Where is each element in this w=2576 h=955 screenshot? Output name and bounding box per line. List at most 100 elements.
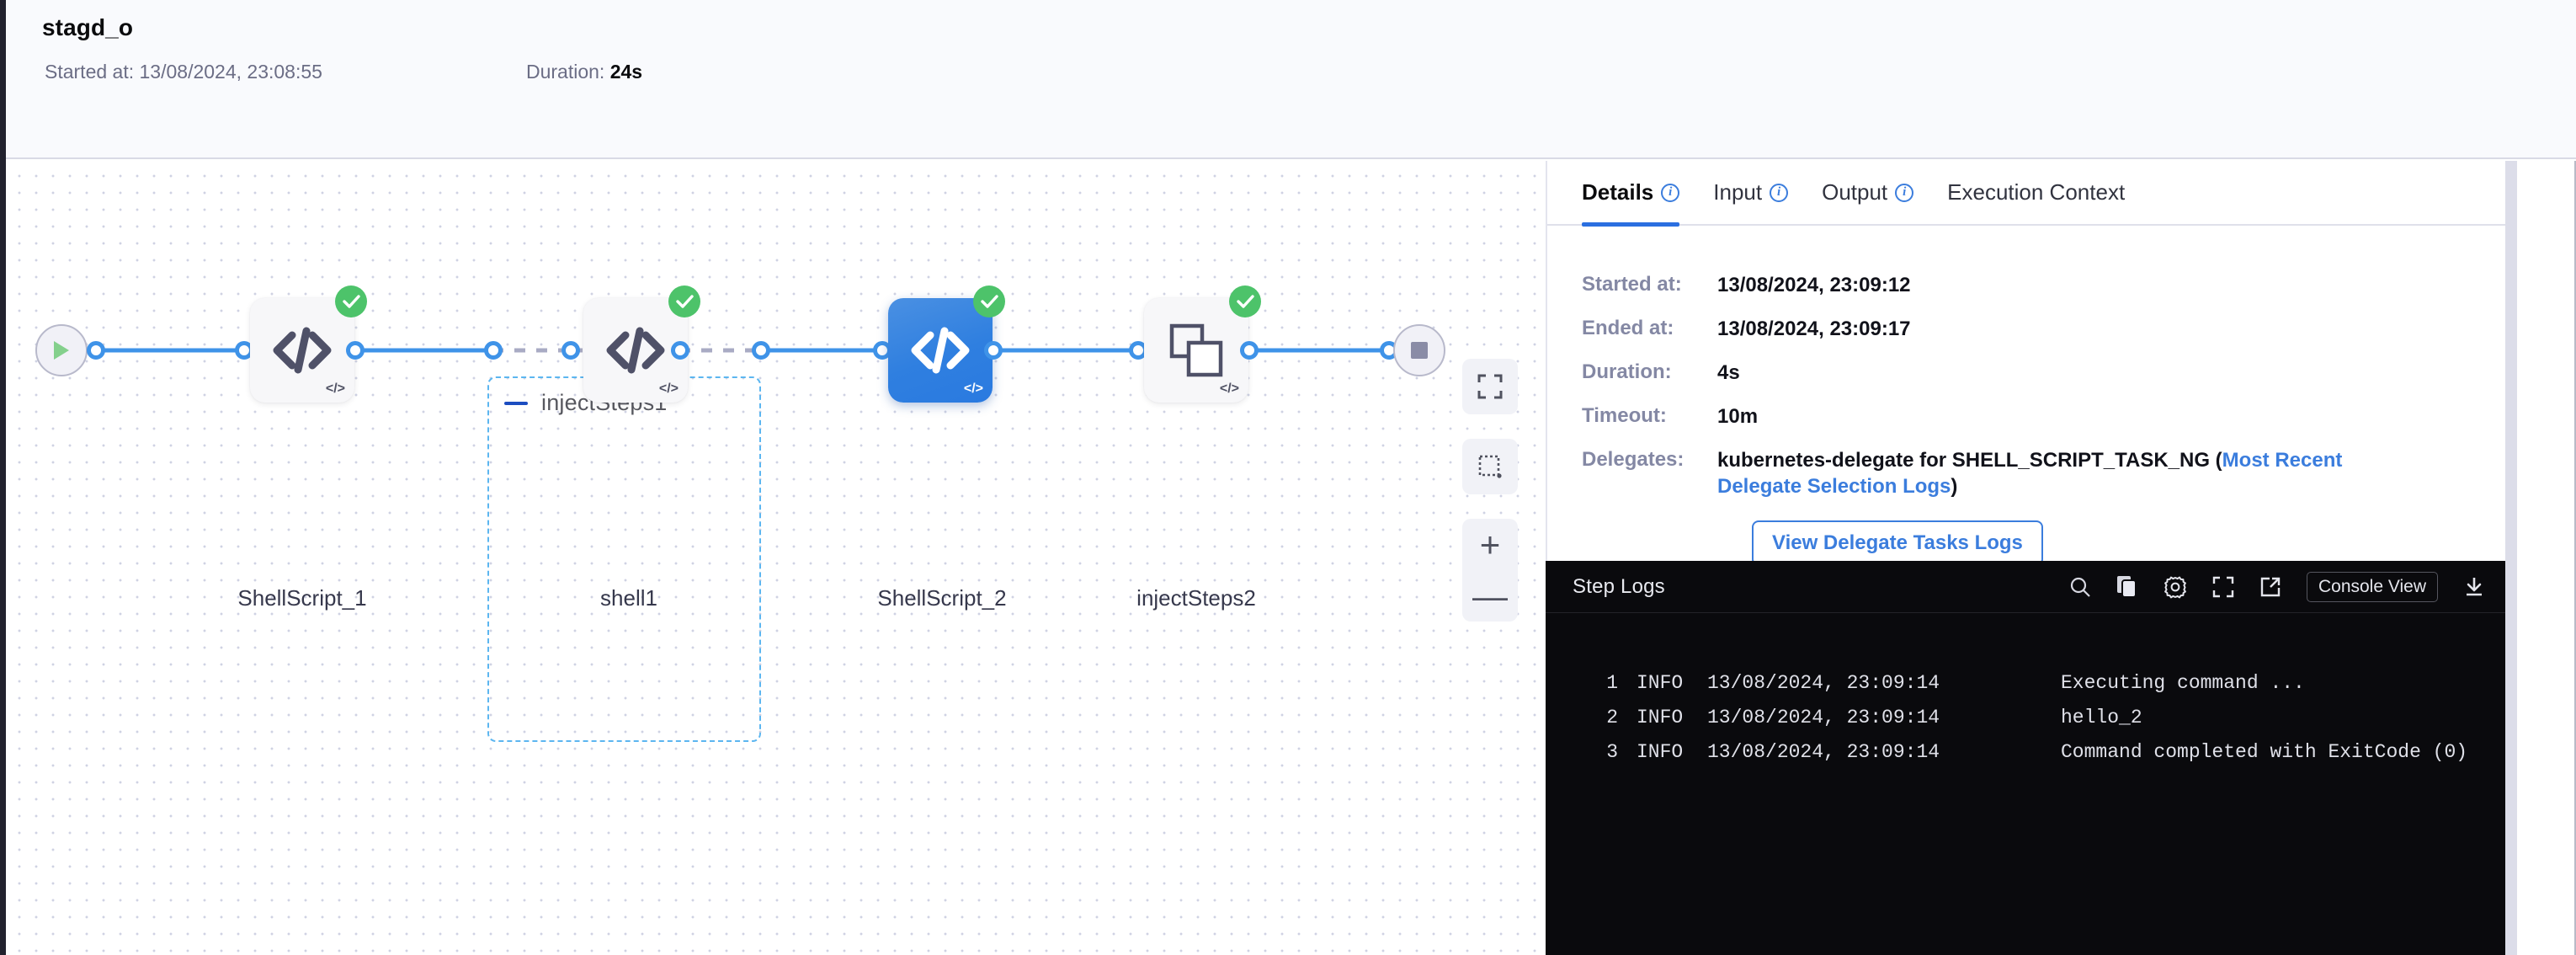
- fullscreen-icon[interactable]: [2212, 576, 2234, 598]
- right-edge-area: [2517, 161, 2576, 955]
- log-line: 3 INFO 13/08/2024, 23:09:14 Command comp…: [1546, 734, 2505, 769]
- node-label-shellscript-2: ShellScript_2: [877, 585, 1007, 611]
- node-label-shell1: shell1: [600, 585, 657, 611]
- log-line-level: INFO: [1637, 706, 1684, 728]
- step-logs-title: Step Logs: [1573, 574, 1665, 598]
- log-line: 1 INFO 13/08/2024, 23:09:14 Executing co…: [1546, 665, 2505, 700]
- download-icon[interactable]: [2463, 576, 2485, 598]
- detail-label-started-at: Started at:: [1582, 273, 1682, 296]
- check-icon: [675, 295, 694, 308]
- tab-input-label: Input: [1713, 179, 1763, 205]
- delegates-text: kubernetes-delegate for SHELL_SCRIPT_TAS…: [1717, 449, 2222, 472]
- node-type-icon: </>: [658, 381, 679, 396]
- detail-label-ended-at: Ended at:: [1582, 317, 1674, 339]
- search-icon[interactable]: [2069, 576, 2091, 598]
- detail-row-timeout: Timeout: 10m: [1547, 404, 2505, 430]
- node-port-in-2[interactable]: [562, 341, 580, 360]
- node-port-out-2[interactable]: [671, 341, 689, 360]
- node-port-out-4[interactable]: [1240, 341, 1259, 360]
- header-started-at: Started at: 13/08/2024, 23:08:55: [45, 61, 322, 83]
- tab-output[interactable]: Output i: [1822, 160, 1914, 225]
- code-brackets-icon: [606, 327, 665, 374]
- zoom-out-button[interactable]: —: [1472, 575, 1508, 616]
- status-badge-success: [973, 285, 1005, 317]
- node-type-icon: </>: [963, 381, 983, 396]
- detail-value-delegates: kubernetes-delegate for SHELL_SCRIPT_TAS…: [1717, 448, 2357, 499]
- tab-output-label: Output: [1822, 179, 1888, 205]
- panel-divider: [2505, 161, 2517, 955]
- page-title: stagd_o: [42, 14, 134, 40]
- detail-row-ended-at: Ended at: 13/08/2024, 23:09:17: [1547, 317, 2505, 343]
- copy-icon[interactable]: [2116, 575, 2138, 599]
- node-injectsteps2[interactable]: </>: [1144, 285, 1261, 403]
- status-badge-success: [668, 285, 700, 317]
- detail-value-timeout: 10m: [1717, 405, 1759, 428]
- info-icon[interactable]: i: [1895, 183, 1914, 202]
- log-line-message: Executing command ...: [2061, 671, 2305, 694]
- detail-label-duration: Duration:: [1582, 360, 1672, 383]
- fit-to-screen-button[interactable]: [1462, 359, 1518, 414]
- play-icon: [54, 341, 69, 360]
- zoom-controls: + —: [1462, 519, 1518, 622]
- log-line-message: Command completed with ExitCode (0): [2061, 740, 2468, 763]
- node-port-out-1[interactable]: [346, 341, 365, 360]
- start-node-port[interactable]: [87, 341, 105, 360]
- stop-square-icon: [1411, 342, 1428, 359]
- tab-details[interactable]: Details i: [1582, 160, 1680, 227]
- tab-execution-context[interactable]: Execution Context: [1947, 160, 2125, 225]
- header-started-value: 13/08/2024, 23:08:55: [139, 61, 322, 83]
- minus-icon[interactable]: [504, 401, 528, 405]
- node-shellscript-2[interactable]: </>: [888, 285, 1005, 403]
- gear-icon[interactable]: [2164, 575, 2187, 599]
- dotted-square-icon: [1478, 455, 1502, 478]
- left-nav-sliver: [0, 0, 6, 955]
- delegate-selection-logs-link[interactable]: Most Recent Delegate Selection Logs: [1717, 449, 2343, 498]
- end-node[interactable]: [1393, 324, 1445, 376]
- check-icon: [342, 295, 360, 308]
- header-started-label: Started at:: [45, 61, 135, 83]
- detail-row-started-at: Started at: 13/08/2024, 23:09:12: [1547, 273, 2505, 299]
- delegates-suffix: ): [1951, 474, 1958, 498]
- check-icon: [980, 295, 998, 308]
- console-view-button[interactable]: Console View: [2306, 572, 2438, 602]
- detail-value-started-at: 13/08/2024, 23:09:12: [1717, 274, 1911, 296]
- log-line-timestamp: 13/08/2024, 23:09:14: [1707, 706, 1940, 728]
- info-icon[interactable]: i: [1661, 183, 1680, 202]
- tab-details-label: Details: [1582, 179, 1654, 205]
- check-icon: [1236, 295, 1254, 308]
- start-node[interactable]: [35, 324, 88, 376]
- detail-value-ended-at: 13/08/2024, 23:09:17: [1717, 317, 1911, 340]
- header-duration-label: Duration:: [526, 61, 605, 83]
- code-brackets-icon: [273, 327, 332, 374]
- step-logs-header: Step Logs Console View: [1546, 561, 2505, 613]
- log-line-level: INFO: [1637, 740, 1684, 763]
- pipeline-canvas[interactable]: injectSteps1 </> ShellScript_1: [6, 161, 1544, 955]
- group-port-out[interactable]: [752, 341, 770, 360]
- node-type-icon: </>: [1219, 381, 1239, 396]
- log-line-number: 3: [1606, 740, 1618, 763]
- detail-label-timeout: Timeout:: [1582, 404, 1667, 427]
- node-shell1[interactable]: </>: [583, 285, 700, 403]
- zoom-in-button[interactable]: +: [1479, 524, 1501, 564]
- selection-box-button[interactable]: [1462, 439, 1518, 494]
- tab-input[interactable]: Input i: [1713, 160, 1789, 225]
- log-line-level: INFO: [1637, 671, 1684, 694]
- node-shellscript-1[interactable]: </>: [250, 285, 367, 403]
- code-brackets-icon: [911, 327, 970, 374]
- expand-corners-icon: [1477, 374, 1503, 399]
- stacked-squares-icon: [1169, 323, 1223, 377]
- info-icon[interactable]: i: [1770, 183, 1789, 202]
- step-logs-body[interactable]: 1 INFO 13/08/2024, 23:09:14 Executing co…: [1546, 613, 2505, 955]
- external-link-icon[interactable]: [2259, 576, 2281, 598]
- node-port-out-3[interactable]: [984, 341, 1003, 360]
- group-port-in[interactable]: [484, 341, 503, 360]
- detail-tabs: Details i Input i Output i Execution Con…: [1547, 160, 2505, 227]
- log-line-number: 2: [1606, 706, 1618, 728]
- header-duration-value: 24s: [609, 61, 643, 83]
- detail-row-duration: Duration: 4s: [1547, 360, 2505, 387]
- view-delegate-tasks-logs-button[interactable]: View Delegate Tasks Logs: [1752, 520, 2043, 566]
- log-line-message: hello_2: [2061, 706, 2142, 728]
- step-group-injectsteps1[interactable]: [487, 376, 761, 742]
- log-line-timestamp: 13/08/2024, 23:09:14: [1707, 671, 1940, 694]
